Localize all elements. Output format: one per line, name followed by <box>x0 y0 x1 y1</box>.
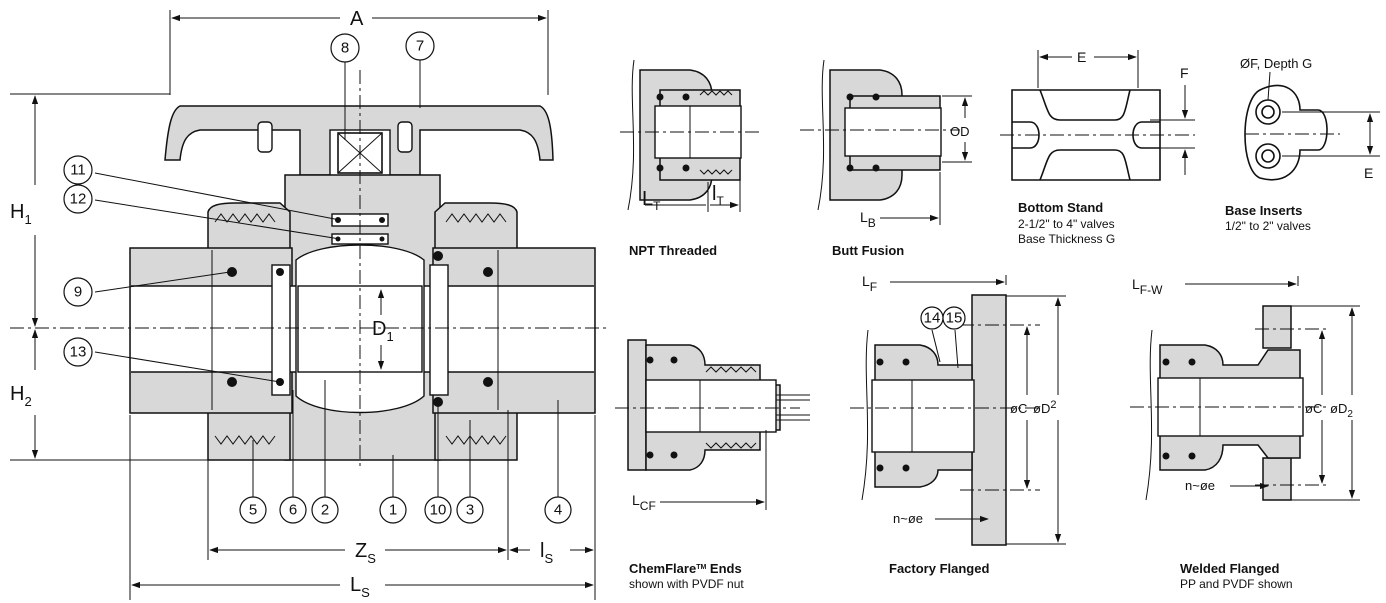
dim-LF: LF <box>862 273 877 294</box>
bottom-stand-line1: 2-1/2" to 4" valves <box>1018 217 1115 231</box>
dim-LT: LT <box>642 188 661 213</box>
svg-text:4: 4 <box>554 502 562 519</box>
wf-dim-oD: øD2 <box>1330 401 1353 420</box>
part-14: 14 <box>920 306 944 330</box>
svg-text:3: 3 <box>466 502 474 519</box>
part-8: 8 <box>330 33 360 63</box>
main-valve-section <box>10 70 610 470</box>
welded-flanged-caption: Welded Flanged <box>1180 561 1279 576</box>
part-6: 6 <box>279 496 307 524</box>
base-inserts-line1: 1/2" to 2" valves <box>1225 219 1311 233</box>
dim-ls: lS <box>540 540 553 566</box>
base-inserts-view: ØF, Depth G E Base Inserts 1/2" to 2" va… <box>1225 56 1380 233</box>
factory-flanged-view: 14 15 øC øD2 LF n~øe Factory Flanged <box>850 273 1066 576</box>
part-15: 15 <box>942 306 966 330</box>
svg-text:2: 2 <box>321 502 329 519</box>
svg-text:11: 11 <box>70 162 86 179</box>
chemflare-line1: shown with PVDF nut <box>629 577 744 591</box>
dim-OD: OD <box>950 124 970 139</box>
npt-threaded-view: LT lT NPT Threaded <box>620 59 760 258</box>
base-inserts-caption: Base Inserts <box>1225 203 1302 218</box>
butt-fusion-caption: Butt Fusion <box>832 243 904 258</box>
dim-H1: H1 <box>10 201 32 227</box>
svg-text:8: 8 <box>341 40 349 57</box>
inserts-top-label: ØF, Depth G <box>1240 56 1312 71</box>
bottom-stand-view: E F Bottom Stand 2-1/2" to 4" valves Bas… <box>1000 49 1195 246</box>
dim-LB: LB <box>860 209 876 230</box>
part-12: 12 <box>63 184 93 214</box>
part-3: 3 <box>456 496 484 524</box>
dim-Zs: ZS <box>355 540 376 566</box>
part-9: 9 <box>63 277 93 307</box>
dim-D1: D1 <box>372 318 394 344</box>
svg-text:6: 6 <box>289 502 297 519</box>
dim-LFW: LF-W <box>1132 276 1163 297</box>
dim-A: A <box>350 8 364 30</box>
dim-LCF: LCF <box>632 492 656 513</box>
part-1: 1 <box>379 496 407 524</box>
part-7: 7 <box>405 31 435 61</box>
dim-H2: H2 <box>10 383 32 409</box>
svg-text:14: 14 <box>924 310 941 327</box>
ff-dim-oC: øC <box>1010 401 1027 416</box>
dim-lT: lT <box>712 183 724 208</box>
svg-text:13: 13 <box>70 344 87 361</box>
part-13: 13 <box>63 337 93 367</box>
svg-text:9: 9 <box>74 284 82 301</box>
part-callouts: 8 7 11 12 9 13 5 6 2 1 10 3 4 <box>63 31 572 524</box>
svg-text:7: 7 <box>416 38 424 55</box>
part-2: 2 <box>311 496 339 524</box>
part-11: 11 <box>63 155 93 185</box>
wf-dim-oC: øC <box>1305 401 1322 416</box>
svg-text:5: 5 <box>249 502 257 519</box>
bottom-stand-caption: Bottom Stand <box>1018 200 1103 215</box>
inserts-dim-E: E <box>1364 165 1373 181</box>
butt-fusion-view: OD LB Butt Fusion <box>800 59 972 258</box>
svg-text:15: 15 <box>946 310 963 327</box>
svg-text:1: 1 <box>389 502 397 519</box>
ff-bolt: n~øe <box>893 511 923 526</box>
dim-Ls: LS <box>350 574 370 600</box>
part-10: 10 <box>424 496 452 524</box>
npt-threaded-caption: NPT Threaded <box>629 243 717 258</box>
svg-text:12: 12 <box>70 191 87 208</box>
bottom-stand-line2: Base Thickness G <box>1018 232 1115 246</box>
chemflare-caption: ChemFlareTM Ends <box>629 561 742 576</box>
ff-dim-oD: øD2 <box>1033 399 1056 416</box>
part-4: 4 <box>544 496 572 524</box>
stand-dim-E: E <box>1077 49 1086 65</box>
factory-flanged-caption: Factory Flanged <box>889 561 989 576</box>
wf-bolt: n~øe <box>1185 478 1215 493</box>
part-5: 5 <box>239 496 267 524</box>
svg-text:10: 10 <box>430 502 447 519</box>
main-dimensions: A H1 H2 D1 ZS lS LS <box>10 8 596 600</box>
welded-flanged-line1: PP and PVDF shown <box>1180 577 1293 591</box>
chemflare-view: LCF ChemFlareTM Ends shown with PVDF nut <box>615 339 810 591</box>
welded-flanged-view: øC øD2 LF-W n~øe Welded Flanged PP and P… <box>1130 276 1360 591</box>
stand-dim-F: F <box>1180 65 1189 81</box>
